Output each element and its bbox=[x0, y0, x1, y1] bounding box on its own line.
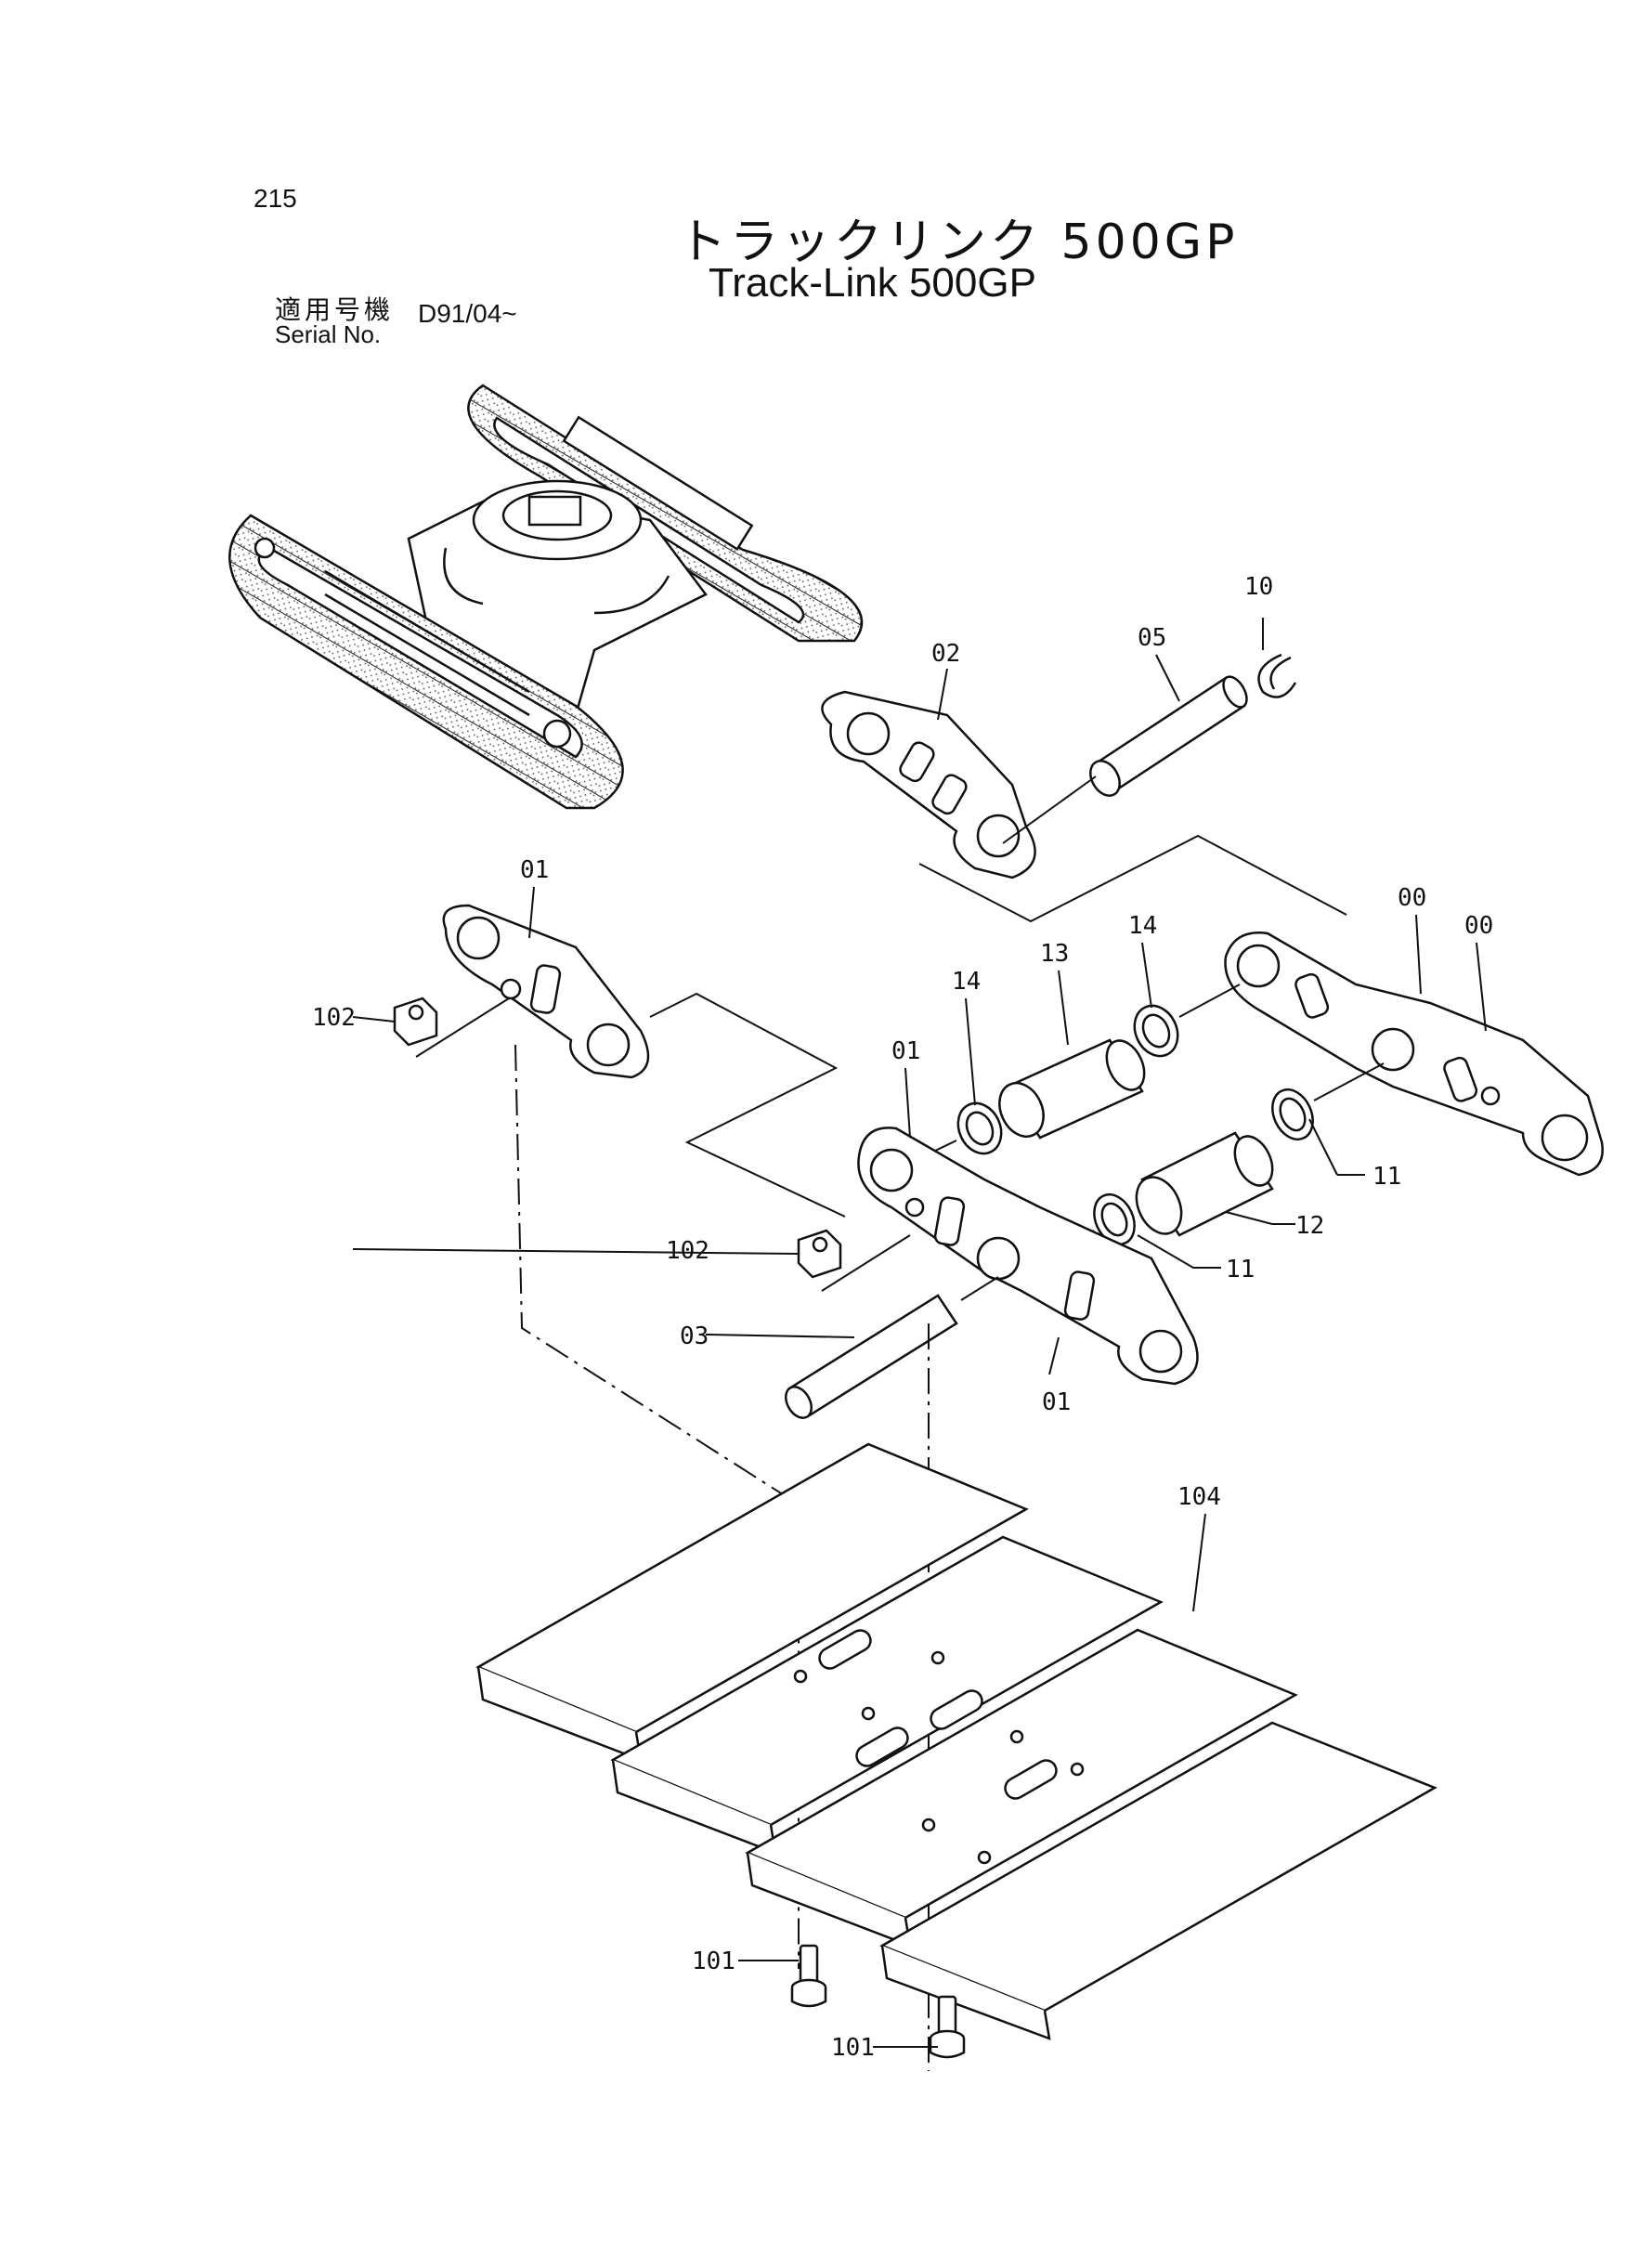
front-track bbox=[228, 514, 624, 810]
callout-102-upper: 102 bbox=[312, 1004, 356, 1032]
callout-numbers: 10 05 02 01 00 00 14 13 102 14 01 11 12 … bbox=[312, 573, 1493, 2062]
part-102-nut-lower bbox=[797, 1229, 842, 1279]
part-11-seal-a bbox=[1271, 1088, 1314, 1140]
part-03-pin bbox=[785, 1294, 958, 1419]
callout-102-lower: 102 bbox=[666, 1237, 709, 1265]
part-12-bushing bbox=[1135, 1131, 1274, 1237]
callout-13: 13 bbox=[1040, 940, 1069, 968]
part-102-nut-upper bbox=[393, 997, 438, 1047]
callout-101-a: 101 bbox=[692, 1948, 735, 1975]
part-02-track-link bbox=[821, 690, 1036, 879]
leader-03-to-link bbox=[960, 1276, 999, 1301]
callout-11-b: 11 bbox=[1226, 1256, 1255, 1283]
part-14-seal-a bbox=[1133, 1004, 1179, 1058]
callout-11-a: 11 bbox=[1372, 1163, 1401, 1191]
part-13-bushing bbox=[998, 1038, 1146, 1140]
part-101-bolt-b bbox=[929, 1995, 966, 2059]
callout-101-b: 101 bbox=[831, 2034, 875, 2062]
title-english: Track-Link 500GP bbox=[709, 260, 1036, 306]
callout-14-b: 14 bbox=[952, 968, 981, 996]
callout-leaders bbox=[352, 618, 1487, 2048]
part-00-track-link-pair bbox=[1224, 932, 1604, 1177]
callout-104: 104 bbox=[1177, 1483, 1221, 1511]
callout-00-a: 00 bbox=[1398, 884, 1426, 912]
callout-10: 10 bbox=[1244, 573, 1273, 601]
part-10-snap-ring bbox=[1257, 653, 1297, 698]
callout-14-a: 14 bbox=[1128, 912, 1157, 940]
part-01-track-link-upper bbox=[442, 904, 650, 1079]
serial-value: D91/04~ bbox=[418, 299, 517, 328]
part-05-pin bbox=[1089, 675, 1248, 797]
part-14-seal-b bbox=[956, 1101, 1003, 1155]
callout-05: 05 bbox=[1138, 624, 1166, 652]
part-01-track-link-middle bbox=[857, 1127, 1199, 1386]
leader-14-to-01 bbox=[932, 1140, 957, 1153]
part-104-track-shoes bbox=[475, 1442, 1437, 2040]
callout-01-middle: 01 bbox=[891, 1037, 920, 1065]
leader-11-to-00 bbox=[1313, 1062, 1385, 1101]
part-101-bolt-a bbox=[790, 1944, 827, 2008]
part-11-seal-b bbox=[1093, 1193, 1136, 1245]
title-japanese: トラックリンク 500GP bbox=[678, 215, 1239, 270]
page-number: 215 bbox=[254, 184, 297, 213]
leader-102-lower bbox=[821, 1234, 911, 1292]
callout-12: 12 bbox=[1295, 1212, 1324, 1240]
callout-03: 03 bbox=[680, 1322, 709, 1350]
callout-01-lower: 01 bbox=[1042, 1388, 1071, 1416]
leader-box-02 bbox=[918, 775, 1347, 923]
callout-00-b: 00 bbox=[1464, 912, 1493, 940]
leader-14-to-00 bbox=[1178, 984, 1241, 1018]
callout-01-upper: 01 bbox=[520, 856, 549, 884]
serial-label-japanese: 適用号機 bbox=[275, 294, 395, 325]
serial-label-english: Serial No. bbox=[275, 320, 382, 348]
leader-102-upper bbox=[415, 997, 510, 1058]
leader-box-01-upper bbox=[649, 992, 846, 1218]
undercarriage-overview bbox=[228, 384, 864, 810]
callout-02: 02 bbox=[931, 640, 960, 668]
